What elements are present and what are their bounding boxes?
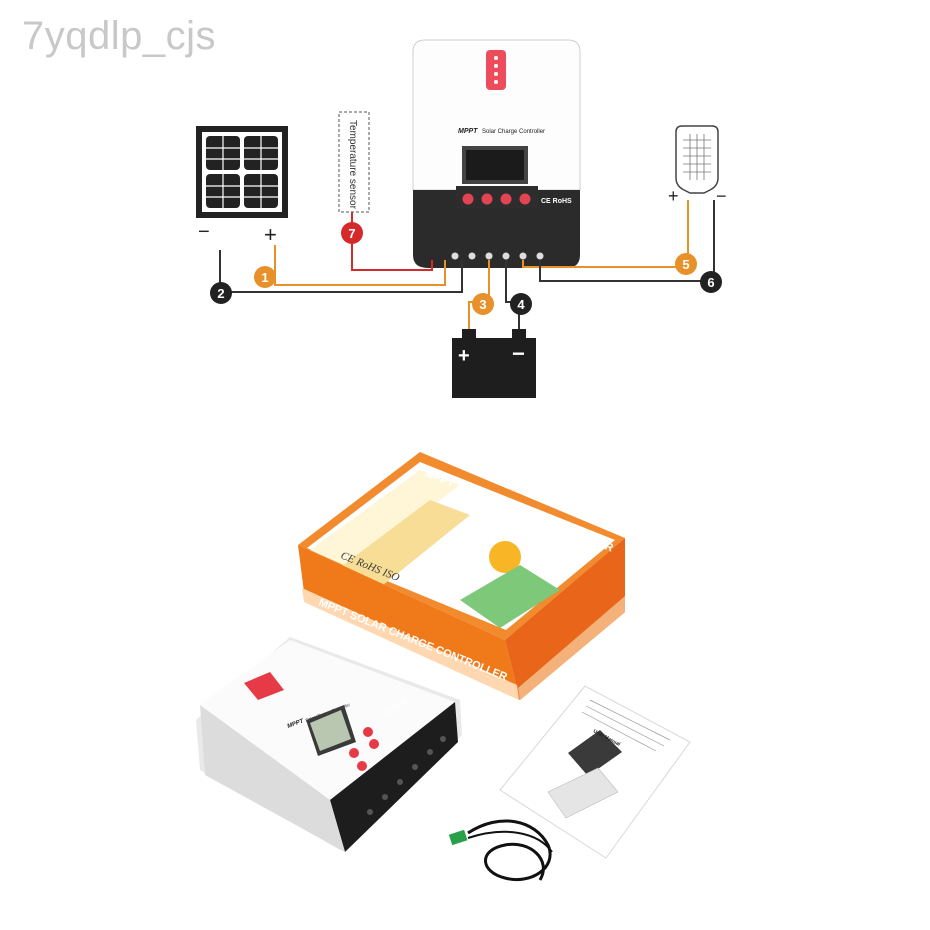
panel-plus-label: +	[264, 222, 277, 247]
controller-brand: MPPT	[458, 128, 478, 135]
device-brand: MPPT	[287, 718, 306, 730]
temperature-sensor-label: Temperature sensor	[347, 120, 358, 210]
connection-badge: 2	[210, 282, 232, 304]
battery-plus-label: +	[458, 345, 470, 367]
battery-minus-label: −	[512, 341, 525, 366]
svg-text:4: 4	[517, 297, 525, 312]
solar-panel-icon	[196, 126, 288, 218]
sensor-cable	[448, 819, 553, 881]
load-plus-label: +	[668, 186, 679, 206]
connection-badge: 5	[675, 253, 697, 275]
svg-text:7: 7	[348, 226, 355, 241]
product-box	[298, 452, 625, 700]
user-manual	[499, 685, 691, 859]
connection-badge: 1	[254, 266, 276, 288]
load-minus-label: −	[716, 186, 727, 206]
connection-badge: 4	[510, 293, 532, 315]
panel-minus-label: −	[198, 221, 210, 243]
svg-text:3: 3	[479, 297, 486, 312]
svg-text:2: 2	[217, 286, 224, 301]
svg-text:5: 5	[682, 257, 689, 272]
temperature-sensor-icon	[338, 111, 370, 213]
svg-text:6: 6	[707, 275, 714, 290]
charge-controller-device	[196, 637, 462, 852]
controller-title: Solar Charge Controller	[482, 129, 545, 135]
charge-controller-diagram	[412, 39, 581, 268]
product-photo: MPPT SOLAR CHARGE CONTROLLER CE RoHS ISO…	[196, 452, 691, 881]
wiring-diagram: − + Temperature sensor MPPT Solar Charge…	[196, 39, 727, 398]
connection-badge: 7	[341, 222, 363, 244]
svg-text:1: 1	[261, 270, 268, 285]
connection-badge: 6	[700, 271, 722, 293]
watermark-text: 7yqdlp_cjs	[22, 14, 217, 58]
connection-badge: 3	[472, 293, 494, 315]
battery-icon	[452, 329, 536, 398]
led-lamp-icon	[675, 125, 719, 194]
controller-marks: CE RoHS	[541, 198, 572, 205]
